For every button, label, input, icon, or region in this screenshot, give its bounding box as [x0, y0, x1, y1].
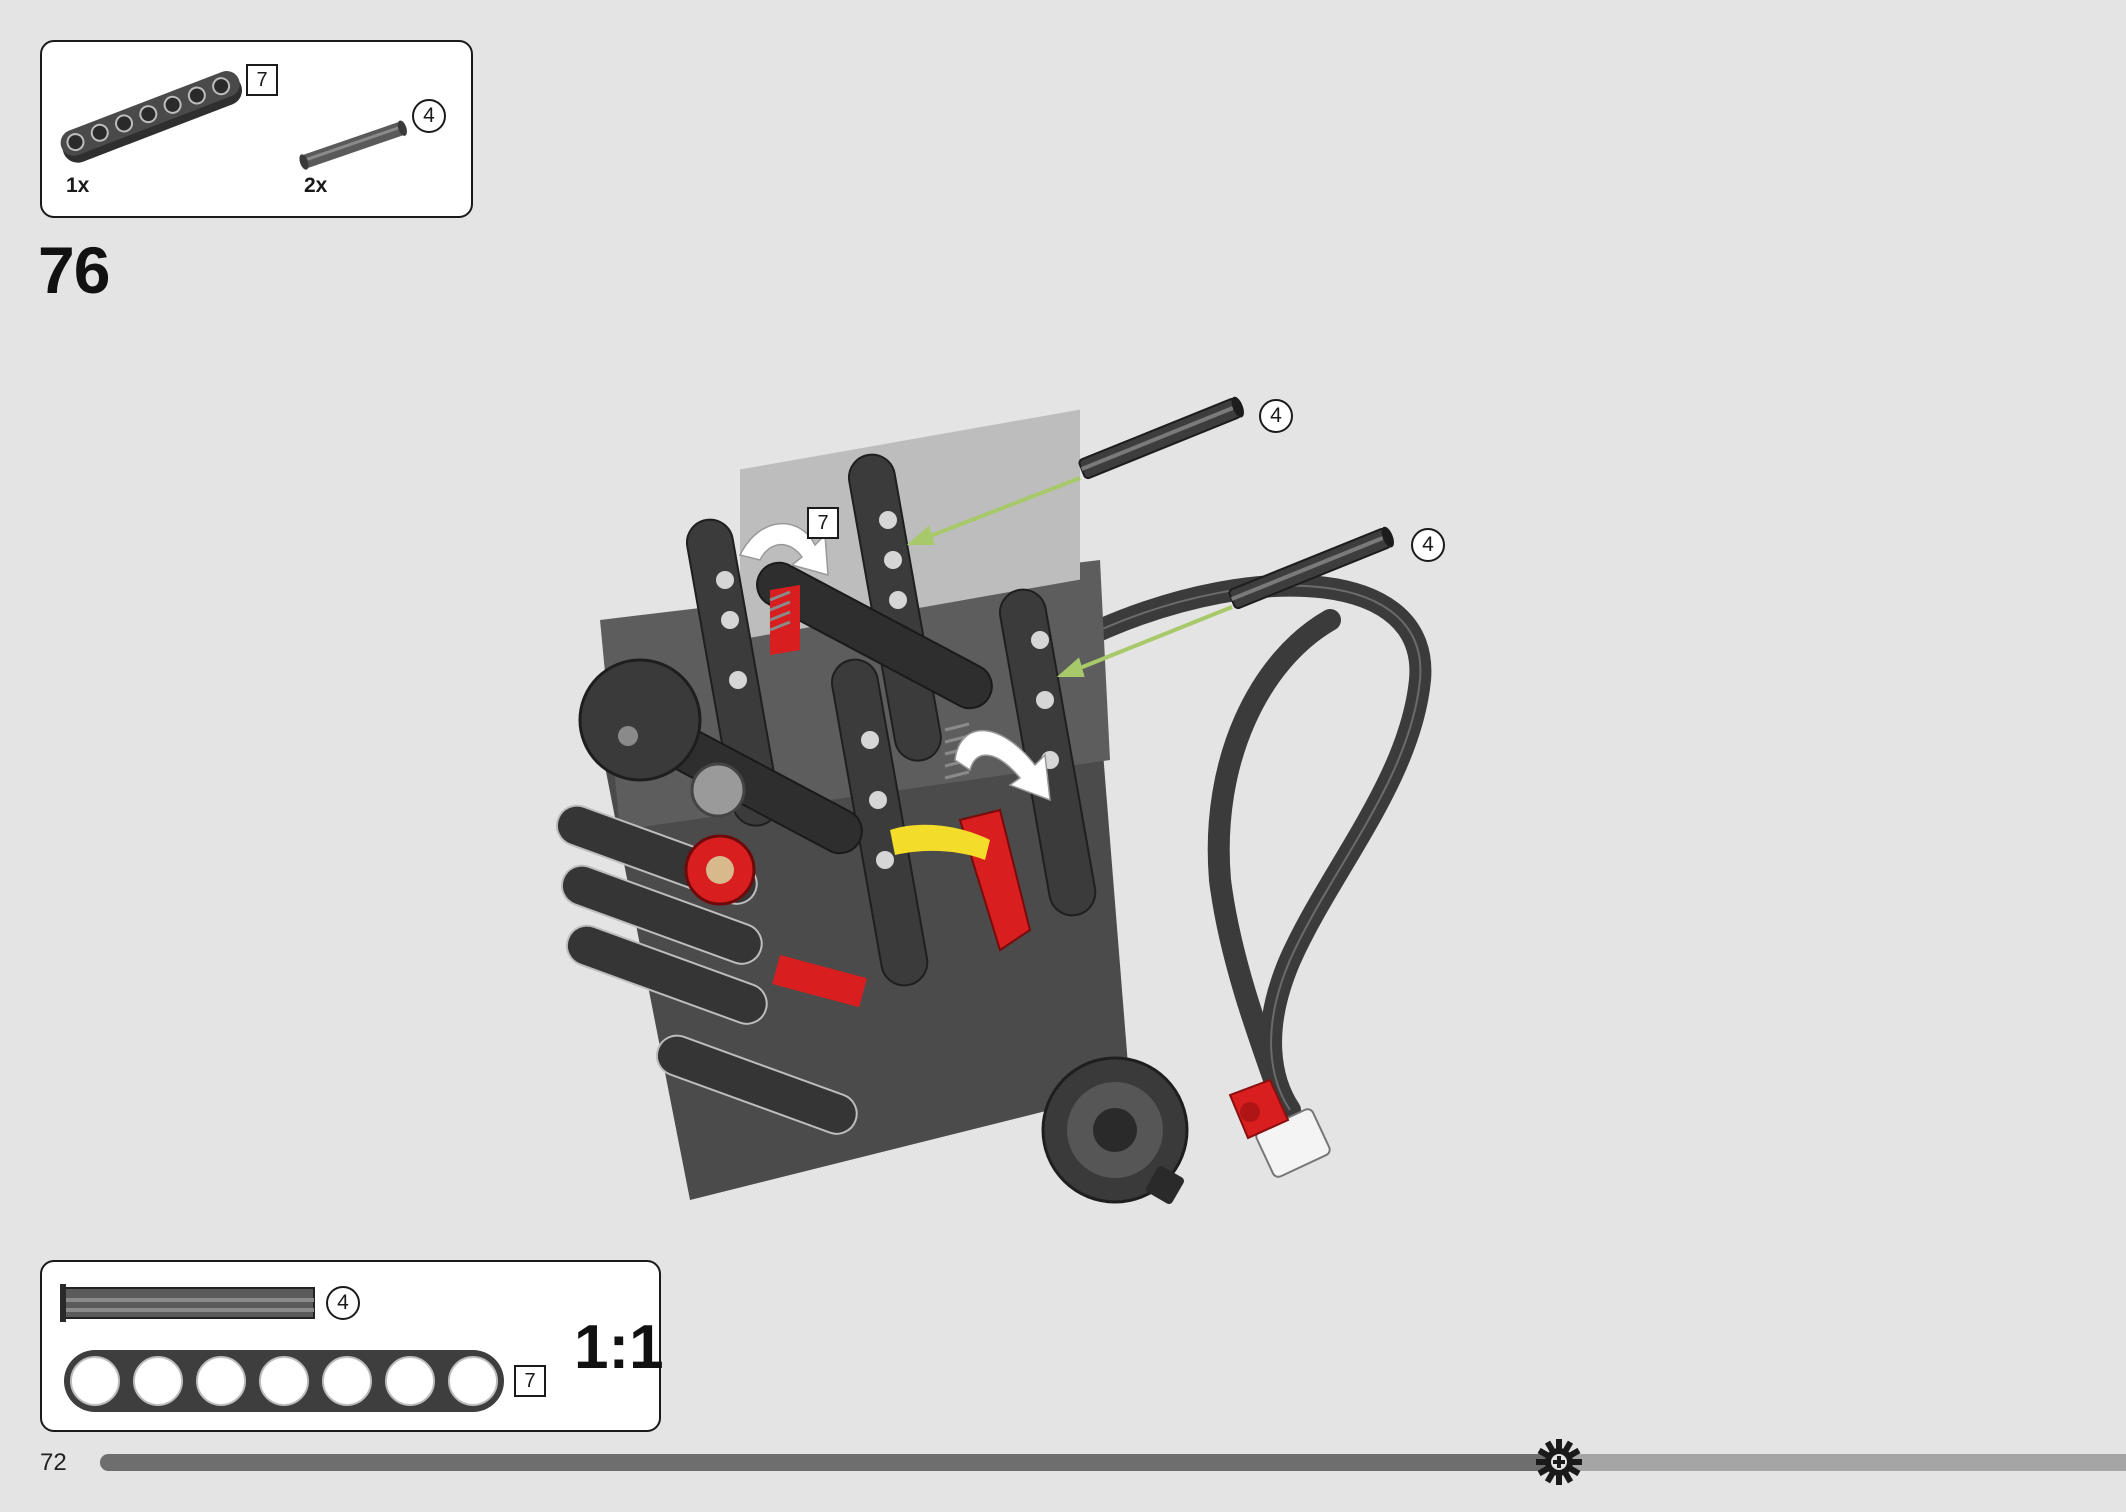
- axle-quantity-label: 2x: [304, 174, 328, 197]
- page-number: 72: [40, 1449, 67, 1476]
- step-beam-length-indicator: 7: [807, 507, 839, 539]
- axle-length-indicator: 4: [412, 99, 446, 133]
- new-axle-upper: [1078, 396, 1244, 480]
- scale-beam-length-indicator: 7: [514, 1365, 546, 1397]
- cable-connector: [1228, 1078, 1331, 1178]
- beam-7-scale-drawing: [64, 1350, 504, 1412]
- wheel-hub: [1041, 1056, 1189, 1205]
- axle-4-scale-drawing: [60, 1284, 315, 1322]
- step-number: 76: [38, 233, 110, 307]
- step-axle-length-indicator-upper: 4: [1259, 399, 1293, 433]
- parts-list-callout: 7 1x 4 2x: [40, 40, 473, 218]
- progress-bar: [100, 1454, 2126, 1471]
- axle-4-part-image: [299, 120, 407, 170]
- scale-axle-length-indicator: 4: [326, 1286, 360, 1320]
- beam-length-indicator: 7: [246, 64, 278, 96]
- cable: [1089, 574, 1432, 1121]
- beam-quantity-label: 1x: [66, 174, 90, 197]
- step-axle-length-indicator-lower: 4: [1411, 528, 1445, 562]
- gear-icon: [1535, 1439, 1582, 1485]
- new-axle-lower: [1228, 526, 1394, 610]
- beam-7-part-image: [60, 71, 243, 163]
- scale-reference-callout: 4 7: [40, 1260, 661, 1432]
- scale-label: 1:1: [574, 1313, 664, 1382]
- progress-bar-fill: [100, 1454, 1559, 1471]
